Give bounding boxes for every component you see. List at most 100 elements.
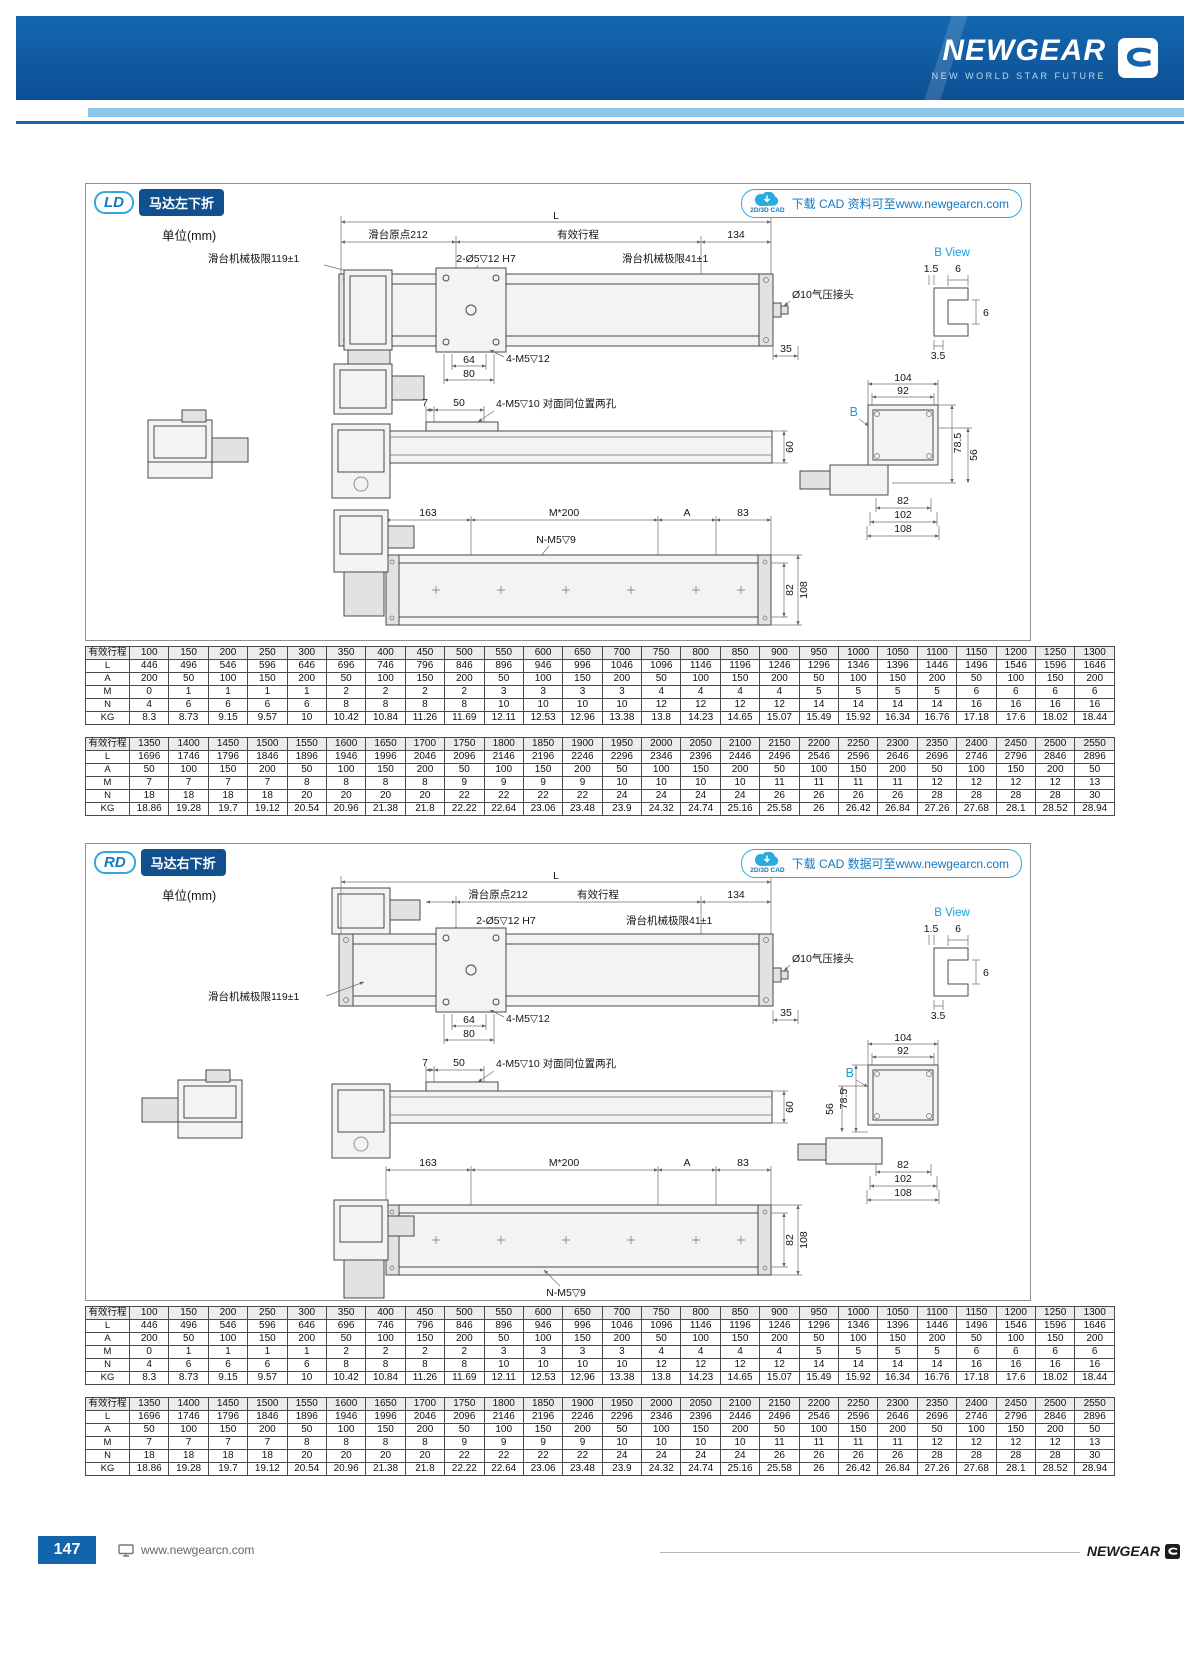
spec-cell: 1350 bbox=[128, 737, 170, 751]
unit-label: 单位(mm) bbox=[162, 888, 216, 903]
spec-cell: 2496 bbox=[759, 1410, 800, 1424]
footer-website-link[interactable]: www.newgearcn.com bbox=[118, 1543, 254, 1557]
spec-cell: 16 bbox=[1034, 698, 1076, 712]
spec-cell: 2296 bbox=[601, 1410, 643, 1424]
dim-104-label: 104 bbox=[894, 1032, 912, 1044]
spec-cell: 2550 bbox=[1074, 737, 1115, 751]
spec-cell: 600 bbox=[522, 1306, 564, 1320]
spec-cell: 50 bbox=[483, 672, 524, 686]
spec-cell: 550 bbox=[483, 1306, 524, 1320]
spec-cell: 23.48 bbox=[562, 802, 603, 816]
spec-cell: 13.38 bbox=[601, 711, 643, 725]
spec-cell: 2500 bbox=[1034, 1397, 1076, 1411]
spec-cell: 150 bbox=[680, 1423, 721, 1437]
spec-cell: 2346 bbox=[641, 1410, 682, 1424]
spec-cell: 2546 bbox=[798, 1410, 840, 1424]
bview-dim-6-top: 6 bbox=[955, 923, 961, 935]
spec-cell: 20.54 bbox=[286, 802, 327, 816]
spec-cell: 12 bbox=[719, 1358, 761, 1372]
spec-cell: 13.8 bbox=[641, 711, 682, 725]
spec-cell: 30 bbox=[1074, 1449, 1115, 1463]
spec-cell: 1146 bbox=[680, 659, 721, 673]
spec-cell: 200 bbox=[286, 672, 327, 686]
spec-cell: 200 bbox=[286, 1332, 327, 1346]
spec-cell: 200 bbox=[404, 763, 446, 777]
spec-cell: 2450 bbox=[995, 737, 1036, 751]
dim-a-label: A bbox=[683, 507, 690, 519]
spec-cell: 200 bbox=[444, 672, 485, 686]
spec-cell: 26 bbox=[838, 789, 879, 803]
bview-dim-6-right: 6 bbox=[983, 307, 989, 319]
spec-cell: 200 bbox=[719, 1423, 761, 1437]
spec-cell: 50 bbox=[1074, 1423, 1115, 1437]
spec-cell: 10.42 bbox=[325, 1371, 367, 1385]
dim-60-label: 60 bbox=[784, 441, 796, 453]
spec-cell: 12 bbox=[759, 698, 800, 712]
dim-78-5-label: 78.5 bbox=[952, 433, 964, 454]
spec-cell: 750 bbox=[641, 646, 682, 660]
spec-cell: 2696 bbox=[916, 750, 958, 764]
spec-cell: 16.76 bbox=[916, 1371, 958, 1385]
spec-cell: 900 bbox=[759, 646, 800, 660]
spec-cell: 28.1 bbox=[995, 802, 1036, 816]
spec-cell: 17.18 bbox=[956, 1371, 997, 1385]
spec-cell: 28 bbox=[956, 789, 997, 803]
dim-78-5-label: 78.5 bbox=[838, 1089, 850, 1110]
spec-cell: 1196 bbox=[719, 659, 761, 673]
spec-cell: 27.68 bbox=[956, 1462, 997, 1476]
spec-cell: 6 bbox=[1074, 1345, 1115, 1359]
spec-cell: 14 bbox=[877, 698, 918, 712]
spec-cell: 21.8 bbox=[404, 802, 446, 816]
spec-cell: 1946 bbox=[325, 750, 367, 764]
spec-cell: 200 bbox=[877, 763, 918, 777]
rd-bottom-view: 163 M*200 A 83 N-M5▽9 82 108 bbox=[333, 1157, 810, 1299]
spec-cell: 50 bbox=[483, 1332, 524, 1346]
spec-cell: 1946 bbox=[325, 1410, 367, 1424]
spec-cell: 9.57 bbox=[247, 711, 288, 725]
holes-top-label: 2-Ø5▽12 H7 bbox=[476, 915, 536, 927]
spec-cell: 28 bbox=[995, 789, 1036, 803]
spec-cell: 546 bbox=[207, 1319, 249, 1333]
dim-134-label: 134 bbox=[727, 229, 745, 241]
spec-cell: 1850 bbox=[522, 1397, 564, 1411]
spec-cell: 496 bbox=[168, 1319, 209, 1333]
spec-cell: 6 bbox=[1034, 1345, 1076, 1359]
bview-dim-3-5: 3.5 bbox=[931, 350, 946, 362]
bview-dim-6-top: 6 bbox=[955, 263, 961, 275]
spec-cell: 20 bbox=[325, 1449, 367, 1463]
spec-cell: 100 bbox=[325, 763, 367, 777]
spec-cell: 16 bbox=[1034, 1358, 1076, 1372]
cad-download-link[interactable]: 2D/3D CAD 下载 CAD 数据可至www.newgearcn.com bbox=[741, 849, 1022, 878]
spec-cell: 150 bbox=[838, 1423, 879, 1437]
section-badge: LD 马达左下折 bbox=[94, 189, 225, 216]
spec-cell: 1600 bbox=[325, 1397, 367, 1411]
spec-cell: 2 bbox=[444, 1345, 485, 1359]
spec-cell: 150 bbox=[680, 763, 721, 777]
spec-cell: 19.7 bbox=[207, 802, 249, 816]
spec-cell: 250 bbox=[247, 646, 288, 660]
spec-cell: 2400 bbox=[956, 1397, 997, 1411]
spec-cell: 1250 bbox=[1034, 1306, 1076, 1320]
spec-cell: 18 bbox=[168, 1449, 209, 1463]
spec-cell: 7 bbox=[207, 776, 249, 790]
dim-7-label: 7 bbox=[422, 397, 428, 409]
spec-cell: 16.34 bbox=[877, 1371, 918, 1385]
spec-cell: 200 bbox=[877, 1423, 918, 1437]
section-ld: LD 马达左下折 2D/3D CAD 下载 CAD 资料可至www.newgea… bbox=[85, 183, 1031, 641]
spec-cell: 26.42 bbox=[838, 802, 879, 816]
page-number: 147 bbox=[38, 1536, 96, 1564]
spec-cell: 12.96 bbox=[562, 1371, 603, 1385]
spec-cell: 12 bbox=[956, 776, 997, 790]
spec-cell: 16 bbox=[956, 698, 997, 712]
cad-download-link[interactable]: 2D/3D CAD 下载 CAD 资料可至www.newgearcn.com bbox=[741, 189, 1022, 218]
spec-cell: 150 bbox=[168, 646, 209, 660]
dim-92-label: 92 bbox=[897, 1045, 909, 1057]
spec-cell: 300 bbox=[286, 1306, 327, 1320]
spec-cell: 9.15 bbox=[207, 1371, 249, 1385]
spec-cell: 1346 bbox=[838, 659, 879, 673]
